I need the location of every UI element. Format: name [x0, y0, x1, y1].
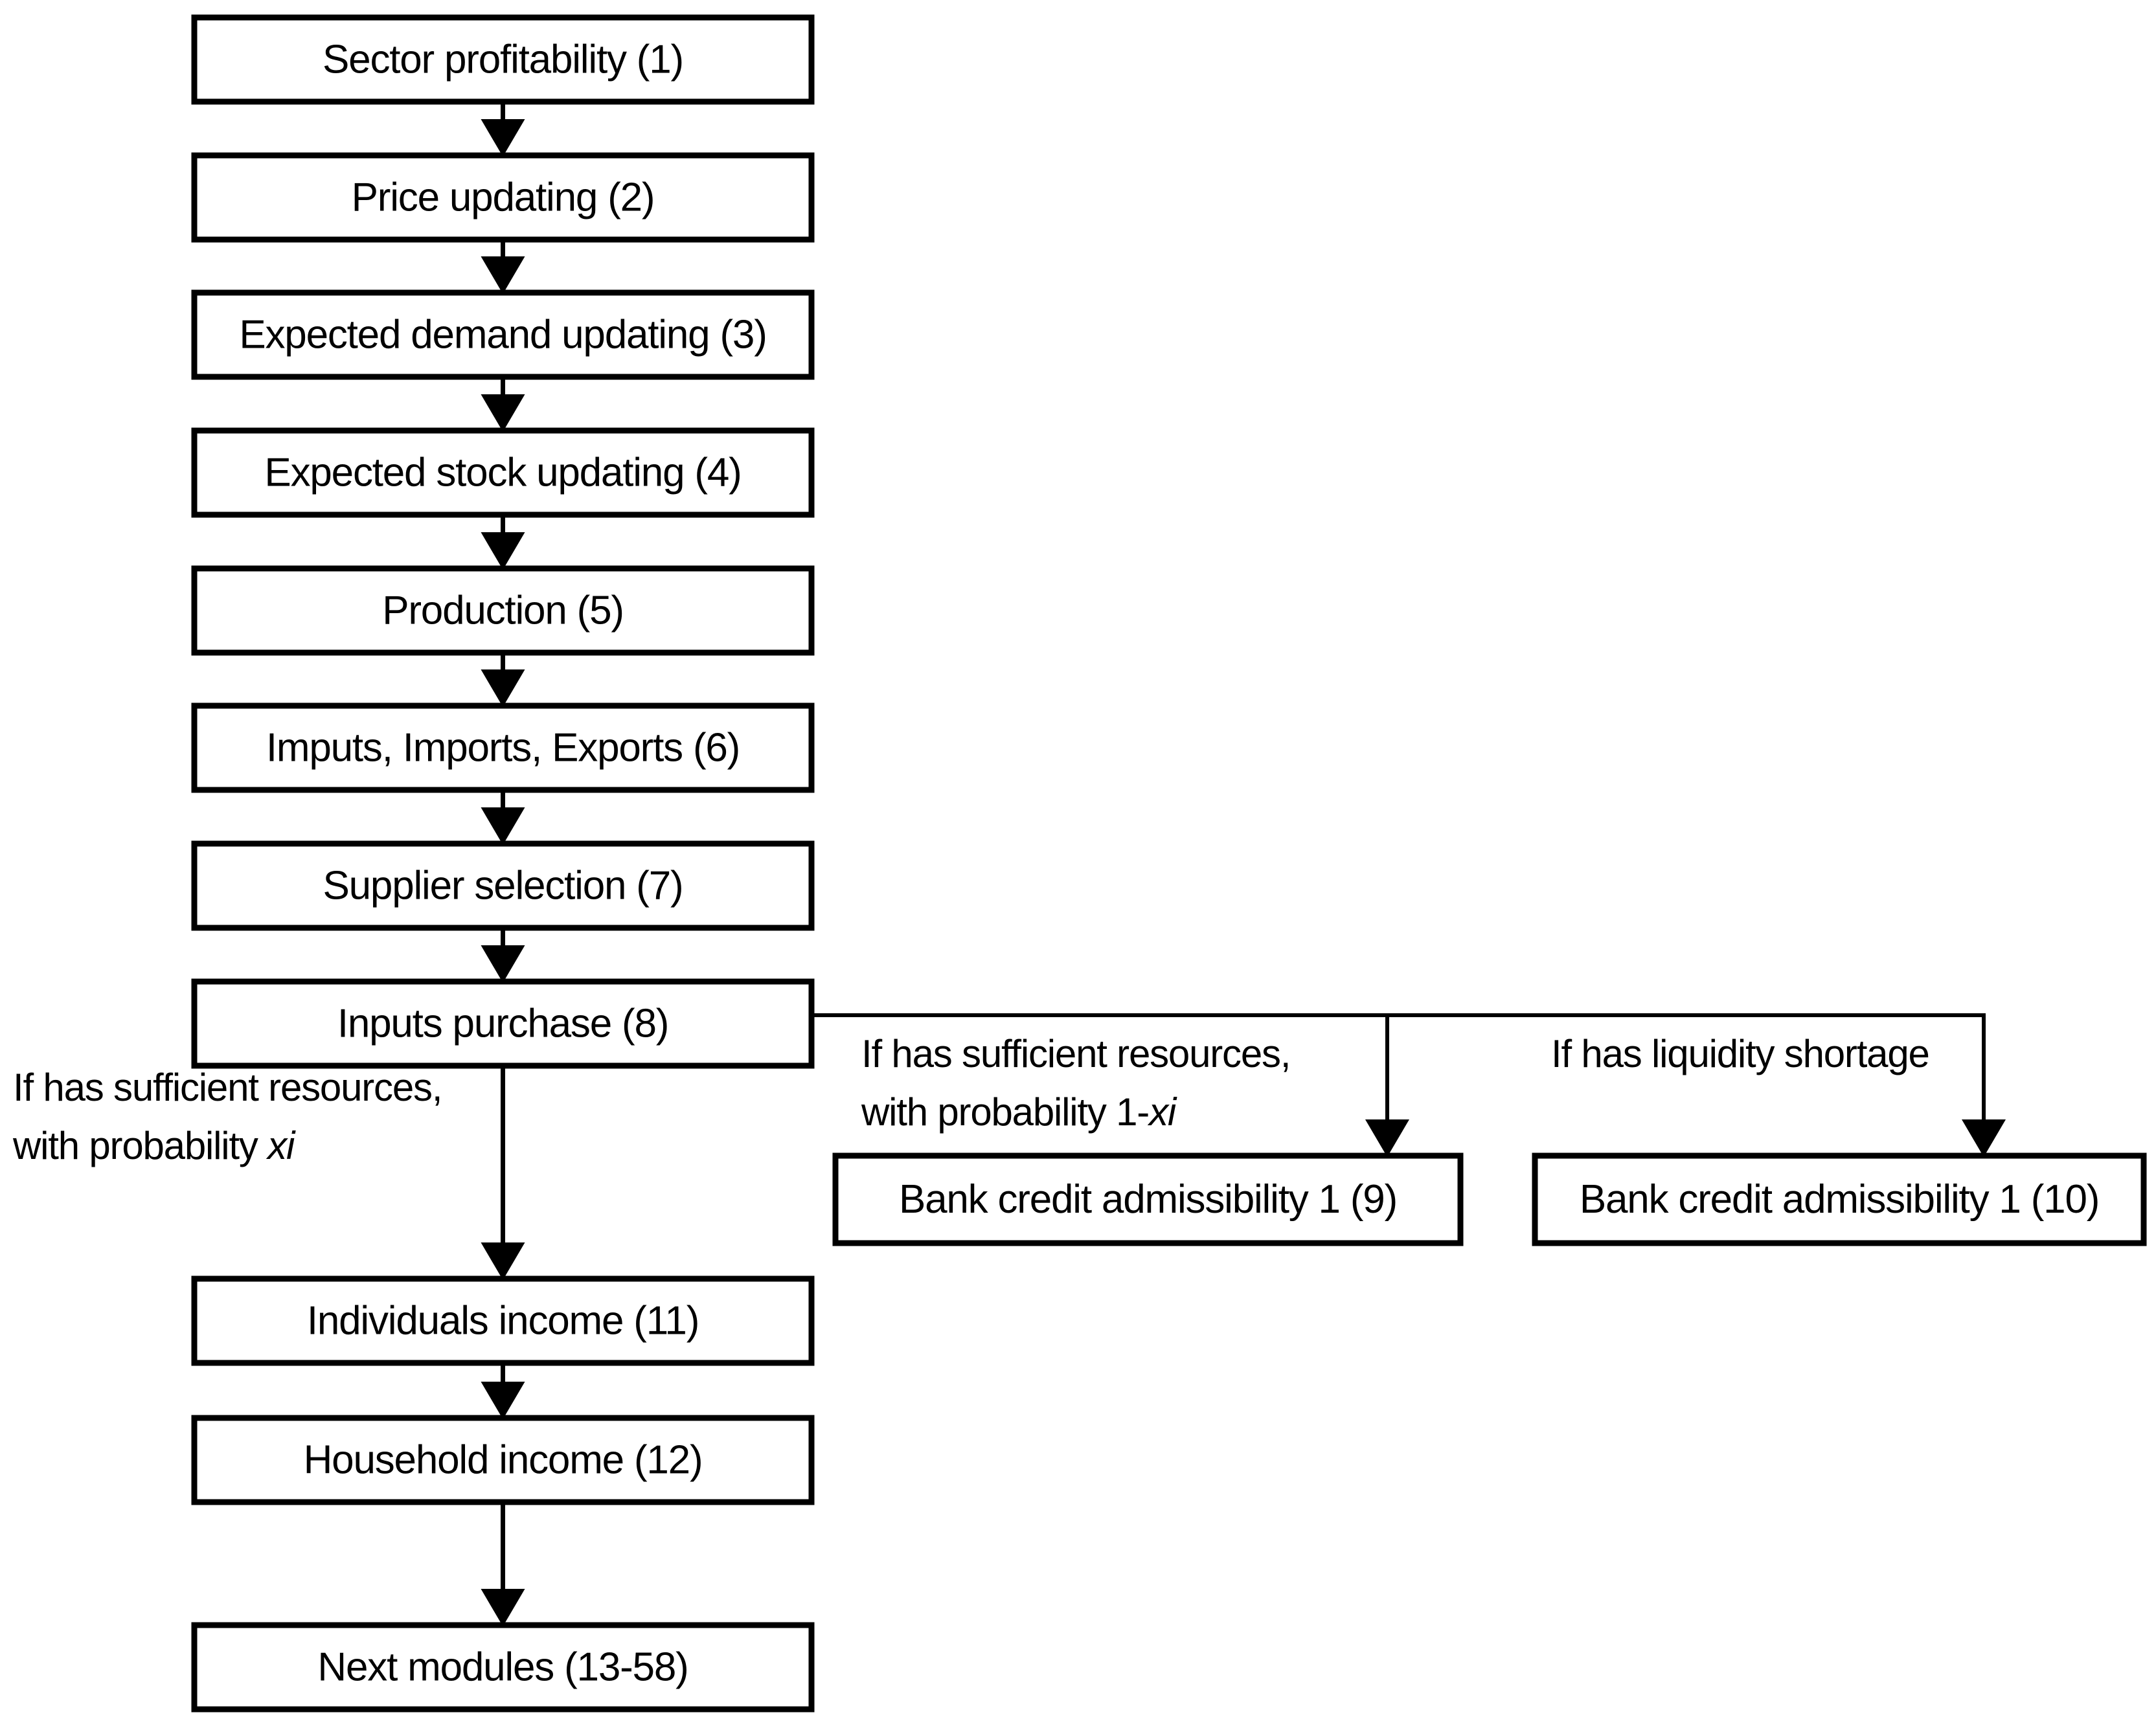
flow-node[interactable]: Expected stock updating (4) [191, 427, 815, 518]
edge-label: If has sufficient resources, with probabi… [861, 1032, 1291, 1134]
edge-label-line2: with probability xi [12, 1124, 296, 1167]
flow-edge [481, 240, 525, 294]
flow-node[interactable]: Inputs purchase (8) [191, 978, 815, 1069]
flow-node[interactable]: Production (5) [191, 565, 815, 656]
flow-edge [481, 653, 525, 707]
node-box[interactable] [1532, 1152, 2147, 1246]
node-box[interactable] [191, 978, 815, 1069]
flow-node[interactable]: Next modules (13-58) [191, 1622, 815, 1713]
edge-label: If has liquidity shortage [1551, 1032, 1930, 1075]
flow-edge [481, 377, 525, 432]
edge-label-line1: If has liquidity shortage [1551, 1032, 1929, 1075]
flow-node[interactable]: Price updating (2) [191, 152, 815, 243]
flow-edge [481, 515, 525, 570]
edge-label-line1: If has sufficient resources, [13, 1066, 442, 1109]
flow-edge [481, 102, 525, 157]
flow-node[interactable]: Expected demand updating (3) [191, 289, 815, 380]
flow-node[interactable]: Imputs, Imports, Exports (6) [191, 702, 815, 793]
node-label: Sector profitability (1) [323, 37, 683, 82]
node-box[interactable] [191, 1275, 815, 1366]
flow-node[interactable]: Household income (12) [191, 1415, 815, 1505]
node-box[interactable] [191, 1415, 815, 1505]
flow-node[interactable]: Bank credit admissibility 1 (10) [1532, 1152, 2147, 1246]
node-label: Expected stock updating (4) [264, 450, 741, 495]
node-box[interactable] [191, 152, 815, 243]
edge-label-line1: If has sufficient resources, [861, 1032, 1290, 1075]
node-box[interactable] [191, 565, 815, 656]
edge-label: If has sufficient resources, with probabi… [12, 1066, 442, 1167]
flow-edge [481, 1066, 525, 1280]
flow-node[interactable]: Individuals income (11) [191, 1275, 815, 1366]
node-label: Supplier selection (7) [323, 863, 683, 908]
flow-edge [481, 928, 525, 983]
edge-label-line2: with probability 1-xi [861, 1090, 1177, 1134]
edge-labels-layer: If has sufficient resources, with probabi… [12, 1032, 1930, 1167]
node-box[interactable] [191, 427, 815, 518]
node-box[interactable] [191, 840, 815, 931]
edges-layer [481, 102, 2006, 1626]
node-label: Inputs purchase (8) [337, 1001, 668, 1046]
node-label: Bank credit admissibility 1 (9) [899, 1177, 1397, 1222]
node-label: Price updating (2) [352, 175, 655, 219]
node-box[interactable] [191, 702, 815, 793]
node-label: Individuals income (11) [307, 1298, 699, 1343]
node-box[interactable] [191, 1622, 815, 1713]
node-box[interactable] [191, 14, 815, 105]
node-label: Expected demand updating (3) [239, 312, 766, 357]
flow-edge [481, 1363, 525, 1419]
node-box[interactable] [832, 1152, 1464, 1246]
flow-node[interactable]: Bank credit admissibility 1 (9) [832, 1152, 1464, 1246]
node-label: Next modules (13-58) [317, 1645, 688, 1689]
node-label: Imputs, Imports, Exports (6) [266, 725, 740, 770]
flow-node[interactable]: Supplier selection (7) [191, 840, 815, 931]
node-box[interactable] [191, 289, 815, 380]
node-label: Household income (12) [304, 1437, 703, 1482]
flow-node[interactable]: Sector profitability (1) [191, 14, 815, 105]
node-label: Production (5) [382, 588, 624, 633]
flow-edge [811, 1013, 2006, 1157]
flow-edge [481, 1502, 525, 1626]
node-label: Bank credit admissibility 1 (10) [1580, 1177, 2099, 1222]
flow-edge [481, 790, 525, 845]
nodes-layer: Sector profitability (1) Price updating (… [191, 14, 2147, 1713]
